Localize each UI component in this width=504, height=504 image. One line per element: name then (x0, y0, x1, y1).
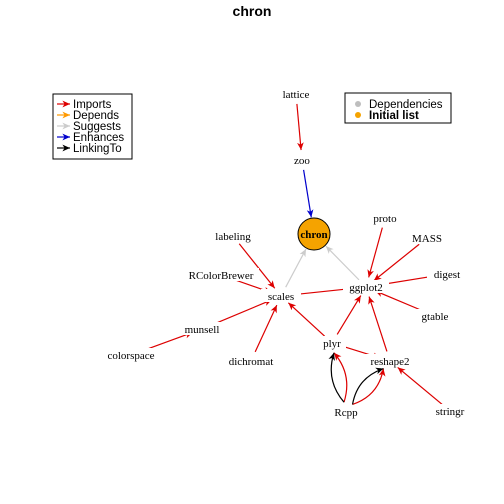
node-plyr: plyr (318, 336, 346, 350)
legend-edge-label: LinkingTo (73, 143, 122, 155)
legend-node-dot (355, 101, 361, 107)
node-label: ggplot2 (349, 282, 383, 294)
node-label: lattice (283, 89, 310, 101)
edge-MASS-to-ggplot2 (373, 243, 420, 282)
node-proto: proto (368, 211, 402, 225)
node-label-background (207, 229, 259, 242)
edge-dichromat-to-scales (254, 304, 278, 353)
node-label-background (99, 348, 163, 361)
node-label-background (183, 268, 259, 281)
node-label-background (291, 153, 313, 166)
edge-zoo-to-chron (303, 169, 314, 218)
legend-edge-label: Depends (73, 110, 119, 122)
node-chron: chron (297, 217, 331, 251)
node-gtable: gtable (415, 309, 455, 323)
node-Rcpp: Rcpp (332, 405, 360, 419)
node-RColorBrewer: RColorBrewer (183, 268, 259, 282)
node-label: chron (300, 229, 327, 241)
edge-plyr-to-scales (287, 302, 326, 337)
node-label: labeling (215, 231, 251, 243)
node-dichromat: dichromat (222, 354, 280, 368)
node-labeling: labeling (207, 229, 259, 243)
node-label-background (427, 404, 473, 417)
node-zoo: zoo (291, 153, 313, 167)
node-MASS: MASS (412, 231, 442, 245)
legend-node-label: Initial list (369, 110, 419, 122)
edge-Rcpp-to-reshape2 (352, 368, 386, 405)
node-label: digest (434, 269, 460, 281)
edge-ggplot2-to-chron (325, 245, 360, 281)
edge-gtable-to-ggplot2 (374, 290, 427, 313)
edge-reshape2-to-ggplot2 (368, 296, 388, 352)
edge-plyr-to-ggplot2 (336, 295, 362, 335)
edge-lattice-to-zoo (296, 103, 304, 151)
node-label-background (415, 309, 455, 322)
edge-stringr-to-reshape2 (397, 366, 443, 406)
node-label-background (179, 322, 225, 335)
initial-node-circle (297, 217, 331, 251)
legend-node-dot (355, 112, 361, 118)
node-label-background (343, 280, 389, 293)
legend-edge-label: Enhances (73, 132, 124, 144)
edge-Rcpp-to-reshape2 (351, 367, 384, 405)
node-label: reshape2 (370, 356, 409, 368)
node-label-background (261, 289, 301, 302)
node-ggplot2: ggplot2 (343, 280, 389, 294)
node-label: RColorBrewer (189, 270, 254, 282)
edge-munsell-to-scales (210, 299, 273, 326)
node-label-background (368, 211, 402, 224)
node-label: MASS (412, 233, 442, 245)
graph-title: chron (233, 3, 272, 19)
node-label: plyr (323, 338, 341, 350)
edge-proto-to-ggplot2 (367, 227, 383, 278)
node-digest: digest (427, 267, 467, 281)
node-label-background (222, 354, 280, 367)
node-label: munsell (185, 324, 220, 336)
legend-edge-label: Suggests (73, 121, 121, 133)
node-label-background (318, 336, 346, 349)
node-label: zoo (294, 155, 310, 167)
edge-labeling-to-scales (238, 243, 276, 289)
node-munsell: munsell (179, 322, 225, 336)
node-label: Rcpp (334, 407, 358, 419)
edge-Rcpp-to-plyr (328, 352, 345, 403)
node-label-background (273, 87, 319, 100)
node-label: stringr (436, 406, 465, 418)
node-scales: scales (261, 289, 301, 303)
node-label-background (427, 267, 467, 280)
legend-node-label: Dependencies (369, 99, 443, 111)
node-label: scales (268, 291, 294, 303)
node-stringr: stringr (427, 404, 473, 418)
node-label: proto (373, 213, 397, 225)
edge-scales-to-chron (285, 248, 307, 288)
node-label: dichromat (229, 356, 274, 368)
node-colorspace: colorspace (99, 348, 163, 362)
node-legend-box (344, 92, 452, 124)
node-label: gtable (422, 311, 449, 323)
node-label: colorspace (107, 350, 154, 362)
node-reshape2: reshape2 (364, 354, 416, 368)
node-label-background (332, 405, 360, 418)
node-label-background (413, 231, 441, 244)
edge-Rcpp-to-plyr (333, 352, 348, 403)
node-lattice: lattice (273, 87, 319, 101)
node-label-background (364, 354, 416, 367)
legend-edge-label: Imports (73, 99, 112, 111)
